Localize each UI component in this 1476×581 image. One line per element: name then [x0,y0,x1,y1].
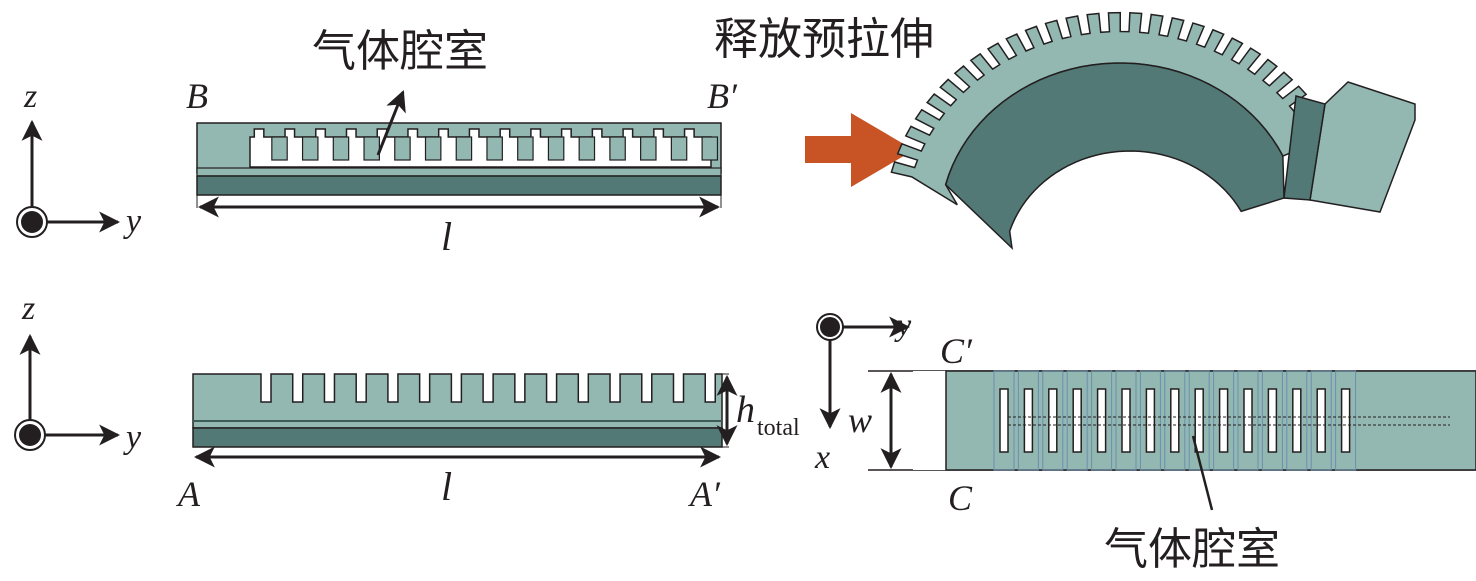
z-axis-label: z [23,78,37,115]
chamber-wall-outline [1213,370,1235,471]
cavity-finger [517,136,534,161]
cavity-finger [486,136,503,161]
chamber-wall-outline [1286,370,1308,471]
point-b-prime-label: B′ [707,76,738,116]
gas-chamber-slot [1316,388,1326,453]
axis-dot [19,424,41,446]
length-label: l [441,464,452,509]
section-view-b: l B B′ 气体腔室 [186,26,738,259]
release-prestretch-label: 释放预拉伸 [714,14,934,65]
gas-chamber-slot [1194,388,1204,453]
release-arrow-icon [805,113,914,187]
cavity-finger [578,136,596,161]
gas-chamber-slot [1267,388,1278,453]
point-a-label: A [176,474,201,514]
cavity-finger [424,136,442,161]
chamber-wall-outline [1042,370,1064,471]
top-view-c: w C′ C 气体腔室 [848,331,1476,575]
side-top-layer-with-slots [192,373,723,429]
gas-chamber-slot [999,388,1009,453]
axis-dot [21,211,43,233]
curled-actuator-3d [890,11,1416,251]
chamber-wall-outline [1164,370,1186,471]
gas-chamber-slot [1048,388,1058,453]
gas-chamber-pointer-arrow [376,90,406,156]
axis-dot [820,317,840,337]
chamber-wall-outline [1017,370,1039,471]
y-axis-label: y [123,203,142,240]
curled-end-face-light [1309,81,1416,213]
gas-chamber-slot [1340,388,1351,453]
height-label: h [736,389,755,431]
cavity-finger [271,136,288,161]
bottom-layer [196,175,722,196]
chamber-wall-outline [993,370,1015,471]
gas-chamber-slot [1218,388,1229,453]
unbonded-end-region [913,371,946,470]
gas-chamber-slot [1096,388,1107,453]
axes-bottom-left: z y [14,290,142,456]
chamber-wall-outline [1091,370,1113,471]
chamber-wall-outline [1237,370,1259,471]
curled-inner-layer [944,62,1285,251]
release-prestretch-group: 释放预拉伸 [714,14,934,187]
gas-chamber-pointer-line [1191,435,1214,511]
cavity-finger [363,136,380,161]
z-axis-label: z [21,290,35,327]
cavity-finger [640,136,657,161]
cavity-finger [609,136,626,161]
gas-chamber-label: 气体腔室 [1104,524,1280,575]
length-label: l [441,214,452,259]
y-axis-label: y [123,419,142,456]
width-label: w [848,400,872,440]
middle-thin-layer [196,167,722,177]
height-subscript: total [757,415,800,441]
gas-chamber-slot [1170,388,1180,453]
cavity-finger [332,136,350,161]
side-bottom-layer [192,427,723,448]
cavity-finger [301,136,319,161]
gas-chamber-label: 气体腔室 [312,26,488,77]
point-b-label: B [186,76,208,116]
cavity-finger [670,136,688,161]
gas-chamber-slot [1292,388,1302,453]
chamber-wall-outline [1335,370,1357,471]
chamber-wall-outline [1066,370,1088,471]
cavity-finger [455,136,473,161]
axes-top-left: z y [16,78,142,240]
side-view-a: h total l A A′ [176,373,800,514]
cavity-finger [394,136,411,161]
gas-chamber-slot [1243,388,1253,453]
point-c-label: C [948,478,973,518]
cavity-finger [547,136,565,161]
cavity-finger [701,136,719,161]
top-view-body [945,370,1476,471]
chamber-wall-outline [1310,370,1332,471]
axes-top-view: y x [814,306,912,476]
chamber-wall-outline [1188,370,1210,471]
point-c-prime-label: C′ [940,331,973,371]
curled-end-face-dark [1283,95,1326,201]
gas-chamber-slot [1121,388,1131,453]
point-a-prime-label: A′ [688,474,721,514]
chamber-wall-outline [1261,370,1283,471]
y-axis-label: y [894,306,912,342]
gas-chamber-slot [1145,388,1156,453]
chamber-wall-outline [1139,370,1161,471]
gas-chamber-slot [1072,388,1082,453]
gas-chamber-slot [1023,388,1034,453]
x-axis-label: x [814,439,830,476]
chamber-wall-outline [1115,370,1137,471]
